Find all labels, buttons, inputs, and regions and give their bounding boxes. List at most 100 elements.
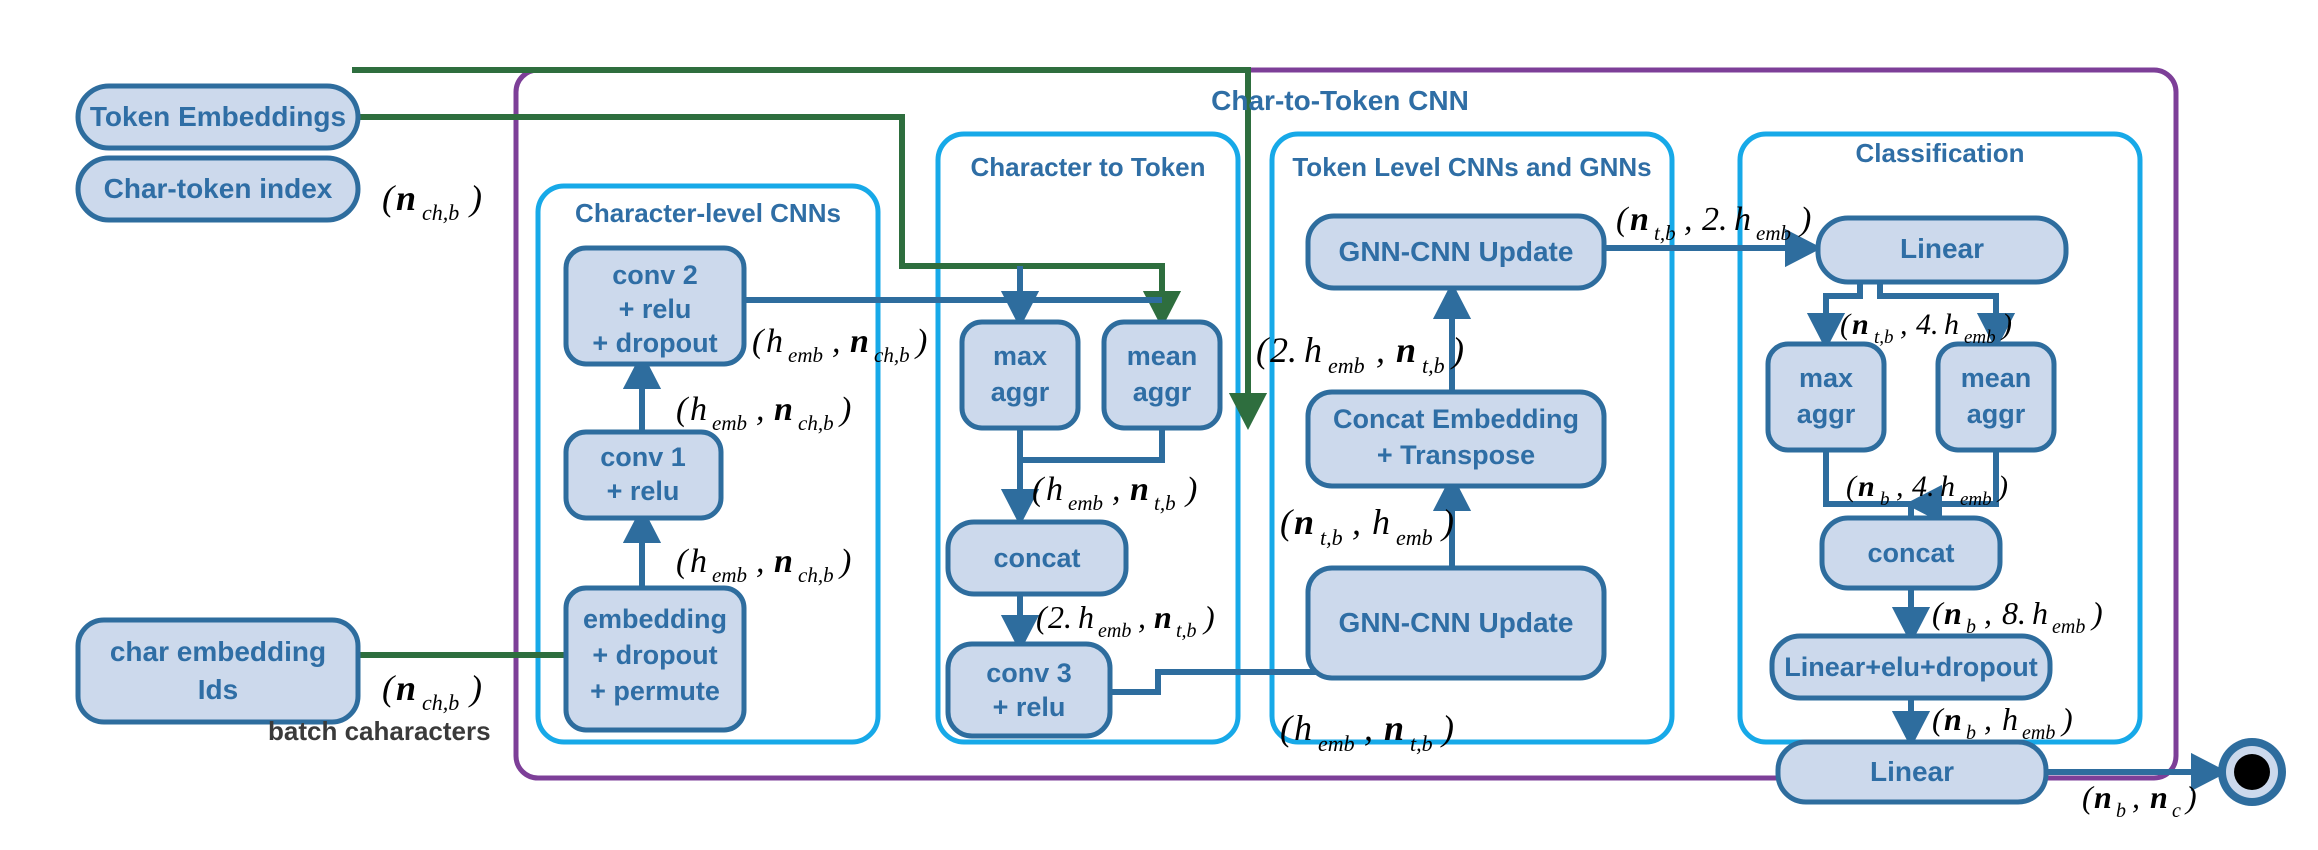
mean-aggr-cls-label-line1: mean — [1961, 363, 2032, 393]
svg-text:(: ( — [1932, 595, 1945, 631]
input-node-char-embedding-ids[interactable]: char embedding Ids — [75, 617, 361, 725]
outer-boundary-char-to-token-cnn — [513, 67, 2179, 781]
svg-text:(: ( — [1932, 701, 1945, 737]
conv2-label-line2: + relu — [619, 294, 692, 324]
svg-text:emb: emb — [1068, 491, 1103, 515]
svg-text:n: n — [774, 543, 793, 580]
node-linear-out[interactable]: Linear — [1775, 739, 2049, 805]
edge-label-embedding-to-conv1: ( h emb , n ch,b ) — [676, 543, 851, 587]
max-aggr-cls-label-line2: aggr — [1797, 399, 1856, 429]
svg-text:8.: 8. — [2002, 595, 2026, 631]
node-concat-cls[interactable]: concat — [1819, 515, 2003, 591]
concat-cls-label: concat — [1867, 538, 1954, 568]
panel-character-level-cnns — [535, 183, 881, 745]
input-node-char-token-index[interactable]: Char-token index — [75, 155, 361, 223]
svg-text:): ) — [1996, 470, 2008, 503]
node-mean-aggr-cls[interactable]: mean aggr — [1935, 341, 2057, 453]
svg-text:4.: 4. — [1912, 470, 1935, 503]
svg-text:2.: 2. — [1048, 599, 1072, 635]
svg-text:n: n — [396, 668, 416, 708]
mean-aggr-cls-label-line2: aggr — [1967, 399, 2026, 429]
mean-aggr-c2t-label-line2: aggr — [1133, 377, 1192, 407]
input-node-token-embeddings[interactable]: Token Embeddings — [75, 83, 361, 151]
edge-token-embeddings-to-concat-embedding — [352, 67, 1268, 431]
svg-text:n: n — [1944, 595, 1962, 631]
svg-text:,: , — [1352, 502, 1361, 542]
char-embedding-ids-label-line2: Ids — [198, 674, 238, 705]
mean-aggr-c2t-label-line1: mean — [1127, 341, 1198, 371]
svg-text:h: h — [1294, 708, 1312, 748]
linear-top-label: Linear — [1900, 233, 1984, 264]
panel-title-token-level-cnns-gnns: Token Level CNNs and GNNs — [1292, 152, 1651, 182]
svg-text:(: ( — [1616, 201, 1630, 238]
concat-embedding-label-line2: + Transpose — [1377, 440, 1535, 470]
svg-text:emb: emb — [1964, 327, 1996, 348]
svg-text:t,b: t,b — [1410, 731, 1433, 756]
svg-text:t,b: t,b — [1176, 620, 1197, 642]
panel-character-to-token — [935, 131, 1241, 745]
edge-label-aggr-to-concat-cls: ( n b , 4. h emb ) — [1846, 470, 2008, 510]
edge-char-token-index-to-mean-aggr — [238, 114, 1182, 329]
svg-text:n: n — [1944, 701, 1962, 737]
svg-text:(: ( — [1036, 599, 1049, 635]
svg-text:n: n — [850, 323, 869, 360]
svg-text:4.: 4. — [1916, 308, 1939, 341]
svg-text:n: n — [1396, 330, 1416, 370]
node-linear-top[interactable]: Linear — [1815, 215, 2069, 285]
node-max-aggr-c2t[interactable]: max aggr — [959, 319, 1081, 431]
edge-label-char-ids-dim: ( n ch,b ) — [382, 668, 482, 715]
svg-text:(: ( — [752, 323, 766, 360]
svg-text:t,b: t,b — [1874, 327, 1894, 348]
svg-text:,: , — [756, 543, 765, 580]
svg-text:,: , — [1138, 599, 1146, 635]
svg-text:t,b: t,b — [1422, 353, 1445, 378]
node-concat-c2t[interactable]: concat — [945, 519, 1129, 597]
svg-text:(: ( — [382, 668, 396, 708]
svg-text:emb: emb — [1098, 620, 1131, 642]
svg-text:h: h — [1940, 470, 1955, 503]
node-linear-elu-dropout[interactable]: Linear+elu+dropout — [1769, 633, 2053, 701]
svg-text:ch,b: ch,b — [422, 690, 459, 715]
embedding-label-line2: + dropout — [592, 640, 717, 670]
svg-text:): ) — [2060, 701, 2073, 737]
svg-text:): ) — [468, 178, 482, 218]
max-aggr-cls-label-line1: max — [1799, 363, 1853, 393]
node-gnn-cnn-update-bottom[interactable]: GNN-CNN Update — [1305, 565, 1607, 681]
annotation-batch-characters: batch caharacters — [268, 716, 491, 746]
svg-text:(: ( — [2082, 779, 2095, 815]
conv2-label-line1: conv 2 — [612, 260, 698, 290]
edge-aggregators-to-concat — [1020, 428, 1165, 520]
svg-text:b: b — [1966, 616, 1976, 638]
node-gnn-cnn-update-top[interactable]: GNN-CNN Update — [1305, 213, 1607, 291]
edge-label-linear-to-aggr-cls: ( n t,b , 4. h emb ) — [1840, 308, 2012, 348]
node-embedding[interactable]: embedding + dropout + permute — [563, 585, 747, 733]
svg-text:h: h — [1734, 201, 1751, 238]
char-token-index-label: Char-token index — [104, 173, 333, 204]
conv1-label-line2: + relu — [607, 476, 680, 506]
panel-title-character-to-token: Character to Token — [970, 152, 1205, 182]
node-max-aggr-cls[interactable]: max aggr — [1765, 341, 1887, 453]
svg-text:,: , — [1984, 701, 1992, 737]
panel-title-character-level-cnns: Character-level CNNs — [575, 198, 841, 228]
node-concat-embedding[interactable]: Concat Embedding + Transpose — [1305, 389, 1607, 489]
svg-text:h: h — [690, 543, 707, 580]
edge-label-gnn-bottom-to-concat: ( n t,b , h emb ) — [1280, 502, 1454, 550]
node-output-terminal[interactable] — [2218, 738, 2286, 806]
linear-elu-dropout-label: Linear+elu+dropout — [1784, 652, 2038, 682]
node-conv2[interactable]: conv 2 + relu + dropout — [563, 245, 747, 367]
node-mean-aggr-c2t[interactable]: mean aggr — [1101, 319, 1223, 431]
svg-text:): ) — [838, 391, 851, 428]
svg-text:ch,b: ch,b — [798, 411, 834, 435]
node-conv1[interactable]: conv 1 + relu — [563, 429, 724, 521]
edge-label-token-emb-to-concat: ( 2. h emb , n t,b ) — [1256, 330, 1464, 378]
svg-text:(: ( — [676, 543, 690, 580]
svg-text:emb: emb — [1756, 221, 1791, 245]
svg-text:emb: emb — [788, 343, 823, 367]
node-conv3[interactable]: conv 3 + relu — [945, 641, 1113, 739]
svg-text:(: ( — [676, 391, 690, 428]
svg-text:n: n — [2150, 779, 2168, 815]
svg-text:h: h — [2032, 595, 2048, 631]
svg-text:,: , — [832, 323, 841, 360]
svg-text:(: ( — [1846, 470, 1858, 503]
svg-text:h: h — [1304, 330, 1322, 370]
